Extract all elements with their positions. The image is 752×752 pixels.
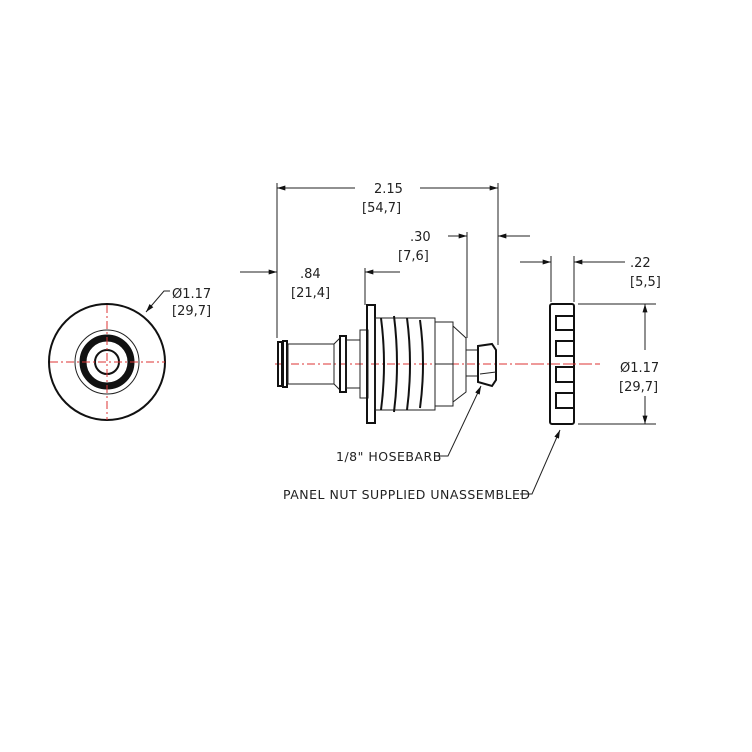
notes: 1/8" HOSEBARB PANEL NUT SUPPLIED UNASSEM… — [283, 385, 561, 502]
nut-diameter-label: Ø1.17 — [620, 361, 659, 376]
panel-nut-note: PANEL NUT SUPPLIED UNASSEMBLED — [283, 487, 531, 502]
overall-length-mm: [54,7] — [362, 201, 401, 216]
side-view — [275, 304, 600, 424]
end-view-diameter-mm: [29,7] — [172, 304, 211, 319]
nut-slots — [555, 315, 574, 409]
dimensions-side: 2.15 [54,7] .84 [21,4] .30 [7,6] — [240, 182, 530, 345]
overall-length-label: 2.15 — [374, 182, 403, 197]
end-view-diameter-label: Ø1.17 — [172, 287, 211, 302]
thread-ridges — [380, 315, 424, 413]
nut-diameter-mm: [29,7] — [619, 380, 658, 395]
panel-nut — [520, 303, 590, 425]
nut-thickness-label: .22 — [630, 256, 651, 271]
barb-length-mm: [7,6] — [398, 249, 429, 264]
end-view: Ø1.17 [29,7] — [48, 287, 211, 421]
nut-thickness-mm: [5,5] — [630, 275, 661, 290]
hosebarb-note: 1/8" HOSEBARB — [336, 449, 442, 464]
dimensions-nut: .22 [5,5] Ø1.17 [29,7] — [520, 256, 661, 425]
front-length-mm: [21,4] — [291, 286, 330, 301]
front-length-label: .84 — [300, 267, 321, 282]
barb-length-label: .30 — [410, 230, 431, 245]
